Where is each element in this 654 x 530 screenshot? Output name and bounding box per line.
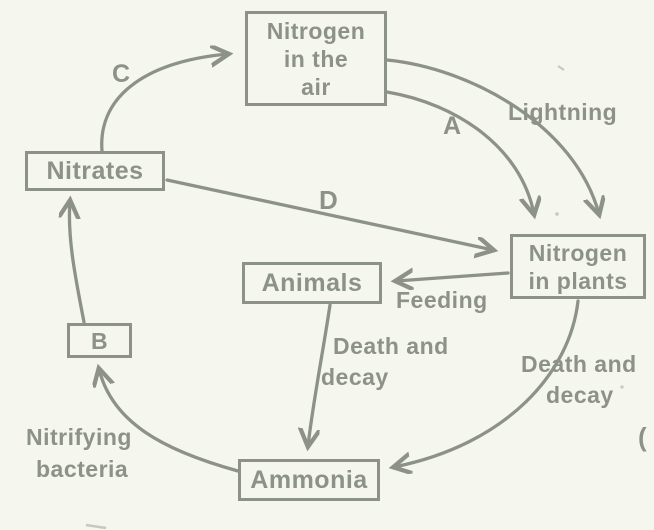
edge-label-c: C	[112, 60, 131, 88]
node-label: Nitrogen	[528, 239, 628, 266]
edge-label-death-decay-animals-line2: decay	[321, 364, 389, 390]
arrow-c-nitrates-to-air	[100, 54, 228, 153]
edge-label-lightning: Lightning	[508, 99, 618, 125]
arrow-lightning-air-to-plants	[385, 58, 599, 214]
arrow-plants-to-ammonia	[394, 299, 580, 467]
arrow-ammonia-to-b	[99, 369, 240, 473]
edge-label-death-decay-animals-line1: Death and	[333, 333, 449, 359]
node-b: B	[67, 323, 132, 358]
scan-artifact	[555, 212, 559, 216]
arrow-animals-to-ammonia	[308, 303, 332, 446]
node-label: Nitrogen	[266, 17, 366, 44]
arrow-b-to-nitrates	[69, 201, 86, 324]
edge-label-d: D	[319, 185, 339, 215]
node-nitrogen-in-the-air: Nitrogen in the air	[245, 11, 387, 106]
scan-artifact	[620, 385, 624, 389]
node-nitrates: Nitrates	[25, 151, 165, 191]
node-label: Ammonia	[250, 466, 368, 494]
edge-label-death-decay-plants-line2: decay	[546, 382, 614, 408]
edge-label-a: A	[443, 112, 462, 140]
arrow-feeding-plants-to-animals	[396, 273, 510, 281]
edge-label-death-decay-plants-line1: Death and	[521, 351, 637, 377]
node-label: air	[301, 73, 331, 100]
edge-label-feeding: Feeding	[396, 287, 488, 313]
edge-label-nitrifying-bacteria-line1: Nitrifying	[26, 424, 132, 450]
margin-paren: (	[638, 422, 648, 452]
node-label: B	[90, 327, 109, 354]
node-animals: Animals	[242, 262, 382, 304]
arrow-a-air-to-plants	[385, 90, 534, 214]
node-label: Nitrates	[46, 157, 144, 185]
scan-artifact	[557, 65, 565, 71]
edge-label-nitrifying-bacteria-line2: bacteria	[36, 456, 129, 482]
node-label: Animals	[261, 269, 363, 297]
scan-artifact	[85, 523, 107, 530]
node-nitrogen-in-plants: Nitrogen in plants	[510, 234, 646, 299]
node-ammonia: Ammonia	[238, 459, 380, 501]
node-label: in plants	[528, 267, 628, 294]
node-label: in the	[283, 45, 349, 72]
arrow-d-nitrates-to-plants	[165, 178, 493, 250]
